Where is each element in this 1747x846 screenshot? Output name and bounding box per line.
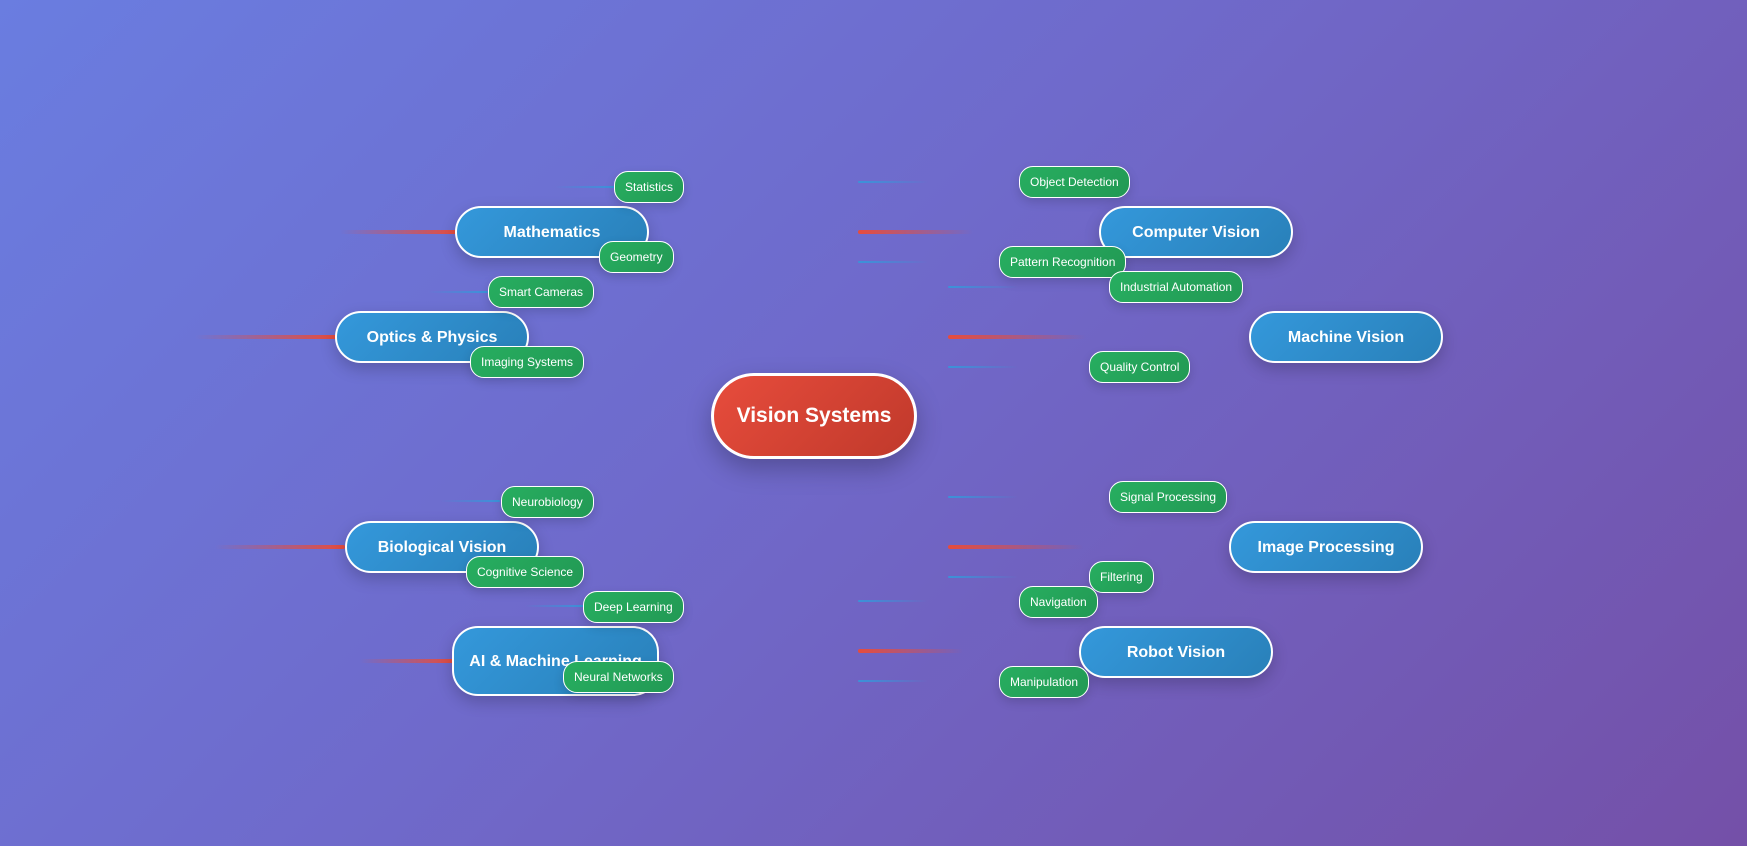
central-node[interactable]: Vision Systems: [711, 373, 917, 459]
sub-node-filtering[interactable]: Filtering: [1089, 561, 1154, 593]
connector-pattern-recognition: [858, 261, 928, 263]
connector-statistics: [555, 186, 615, 188]
connector-computer-vision: [858, 230, 973, 234]
sub-node-quality-control[interactable]: Quality Control: [1089, 351, 1191, 383]
connector-smart-cameras: [428, 291, 488, 293]
sub-node-manipulation[interactable]: Manipulation: [999, 666, 1090, 698]
sub-node-object-detection[interactable]: Object Detection: [1019, 166, 1130, 198]
connector-object-detection: [858, 181, 928, 183]
connector-biological: [215, 545, 345, 549]
sub-node-smart-cameras[interactable]: Smart Cameras: [488, 276, 595, 308]
sub-node-geometry[interactable]: Geometry: [599, 241, 674, 273]
connector-deep-learning: [525, 605, 585, 607]
sub-node-cognitive-science[interactable]: Cognitive Science: [466, 556, 585, 588]
sub-node-neural-networks[interactable]: Neural Networks: [563, 661, 674, 693]
connector-navigation: [858, 600, 928, 602]
sub-node-signal-processing[interactable]: Signal Processing: [1109, 481, 1228, 513]
sub-node-deep-learning[interactable]: Deep Learning: [583, 591, 684, 623]
node-robot-vision[interactable]: Robot Vision: [1079, 626, 1273, 678]
connector-signal-processing: [948, 496, 1018, 498]
connector-neurobiology: [440, 500, 500, 502]
connector-ai: [360, 659, 455, 663]
connector-robot-vision: [858, 649, 963, 653]
node-computer-vision[interactable]: Computer Vision: [1099, 206, 1293, 258]
node-machine-vision[interactable]: Machine Vision: [1249, 311, 1443, 363]
sub-node-imaging-systems[interactable]: Imaging Systems: [470, 346, 585, 378]
sub-node-industrial-automation[interactable]: Industrial Automation: [1109, 271, 1244, 303]
connector-mathematics: [340, 230, 458, 234]
connector-manipulation: [858, 680, 928, 682]
connector-image-processing: [948, 545, 1083, 549]
sub-node-navigation[interactable]: Navigation: [1019, 586, 1098, 618]
connector-filtering: [948, 576, 1018, 578]
connector-quality-control: [948, 366, 1018, 368]
sub-node-pattern-recognition[interactable]: Pattern Recognition: [999, 246, 1127, 278]
connector-industrial-automation: [948, 286, 1018, 288]
connector-optics: [195, 335, 337, 339]
node-image-processing[interactable]: Image Processing: [1229, 521, 1423, 573]
connector-machine-vision: [948, 335, 1086, 339]
sub-node-neurobiology[interactable]: Neurobiology: [501, 486, 594, 518]
sub-node-statistics[interactable]: Statistics: [614, 171, 685, 203]
